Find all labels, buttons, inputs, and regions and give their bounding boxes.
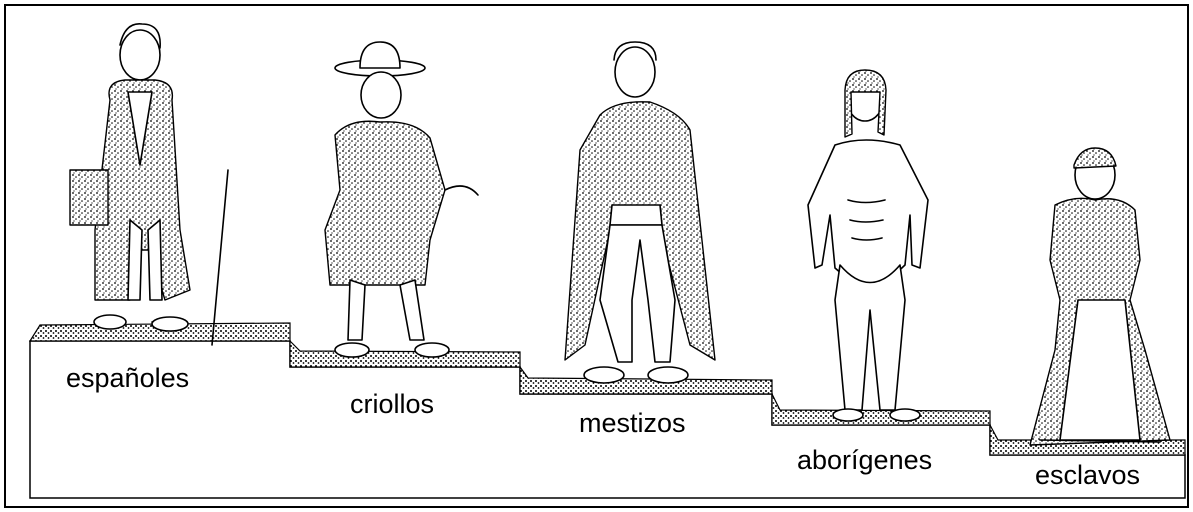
- label-mestizos: mestizos: [579, 408, 686, 438]
- figure-esclavos: [1030, 148, 1170, 445]
- figure-espanoles: [70, 24, 228, 345]
- step-top-2: [290, 341, 520, 367]
- figure-criollos: [325, 42, 478, 357]
- label-criollos: criollos: [350, 389, 434, 419]
- label-esclavos: esclavos: [1035, 460, 1140, 490]
- label-aborigenes: aborígenes: [797, 445, 932, 475]
- figure-aborigenes: [808, 70, 928, 421]
- step-top-3: [520, 367, 772, 394]
- label-espanoles: españoles: [66, 363, 189, 393]
- figure-mestizos: [565, 42, 715, 383]
